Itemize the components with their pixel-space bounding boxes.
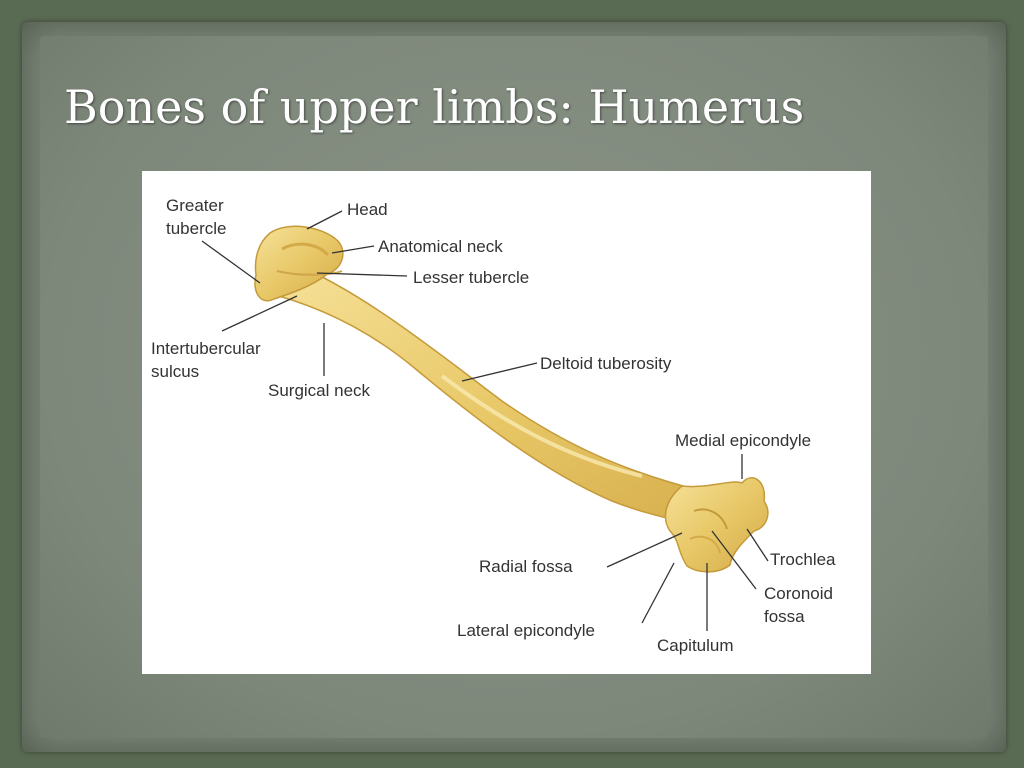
humerus-bone <box>254 225 769 573</box>
label-trochlea: Trochlea <box>770 550 836 569</box>
label-intertubercular-line2: sulcus <box>151 362 199 381</box>
label-coronoid-fossa-line1: Coronoid <box>764 584 833 603</box>
label-capitulum: Capitulum <box>657 636 734 655</box>
label-coronoid-fossa-line2: fossa <box>764 607 805 626</box>
label-lesser-tubercle: Lesser tubercle <box>413 268 529 287</box>
label-lateral-epicondyle: Lateral epicondyle <box>457 621 595 640</box>
label-medial-epicondyle: Medial epicondyle <box>675 431 811 450</box>
humerus-diagram: Greater tubercle Head Anatomical neck Le… <box>151 196 836 655</box>
label-greater-tubercle-line2: tubercle <box>166 219 226 238</box>
label-intertubercular-line1: Intertubercular <box>151 339 261 358</box>
label-radial-fossa: Radial fossa <box>479 557 573 576</box>
humerus-figure: Greater tubercle Head Anatomical neck Le… <box>142 171 871 674</box>
diagram-labels: Greater tubercle Head Anatomical neck Le… <box>151 196 836 655</box>
label-head: Head <box>347 200 388 219</box>
leader-lines <box>201 210 769 631</box>
slide-title: Bones of upper limbs: Humerus <box>64 80 805 134</box>
label-deltoid-tuberosity: Deltoid tuberosity <box>540 354 672 373</box>
label-greater-tubercle-line1: Greater <box>166 196 224 215</box>
label-anatomical-neck: Anatomical neck <box>378 237 503 256</box>
label-surgical-neck: Surgical neck <box>268 381 371 400</box>
